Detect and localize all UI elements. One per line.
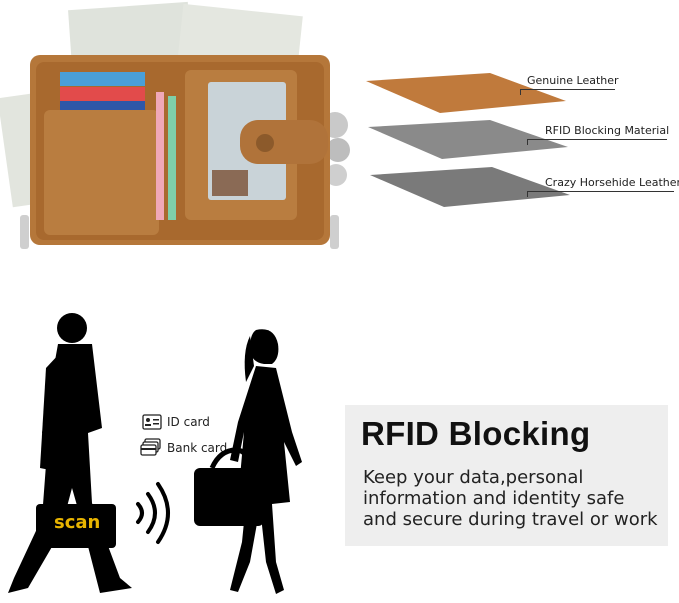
banknote-left (68, 1, 192, 71)
rfid-info-panel: RFID Blocking Keep your data,personal in… (345, 405, 668, 546)
woman-silhouette (194, 329, 302, 594)
card-blue (60, 72, 145, 86)
leader-line (520, 89, 615, 90)
leader-tick (520, 89, 521, 95)
rfid-title: RFID Blocking (361, 415, 591, 452)
zipper-pull-left (20, 215, 29, 249)
scan-label: scan (54, 512, 101, 533)
coin (326, 138, 350, 162)
coin (325, 164, 347, 186)
layer-horsehide (370, 167, 570, 207)
card-pocket (44, 110, 159, 235)
layer-label-genuine-leather: Genuine Leather (527, 74, 619, 87)
leader-line (527, 139, 667, 140)
snap-button (256, 134, 274, 152)
card-pink (156, 92, 164, 220)
snap-tab (240, 120, 328, 164)
card-green (168, 96, 176, 220)
card-red (60, 87, 145, 101)
leader-line (527, 191, 674, 192)
layer-genuine-leather (366, 73, 566, 113)
man-silhouette (8, 313, 132, 593)
zipper-pull-right (330, 215, 339, 249)
briefcase (36, 504, 116, 548)
handbag (194, 468, 264, 526)
layer-label-horsehide: Crazy Horsehide Leather (545, 176, 679, 189)
leader-tick (527, 139, 528, 145)
card-label-bank: Bank card (167, 441, 228, 455)
id-card-icon (142, 414, 162, 430)
layer-label-rfid-material: RFID Blocking Material (545, 124, 670, 137)
wallet-image (0, 1, 350, 249)
rfid-description: Keep your data,personal information and … (363, 467, 658, 530)
id-photo (212, 170, 248, 196)
bank-card-icon (140, 438, 161, 456)
layer-rfid-material (368, 120, 568, 159)
layers-diagram (366, 73, 570, 207)
card-label-id: ID card (167, 415, 210, 429)
leader-tick (527, 191, 528, 197)
signal-waves-icon (136, 482, 170, 544)
